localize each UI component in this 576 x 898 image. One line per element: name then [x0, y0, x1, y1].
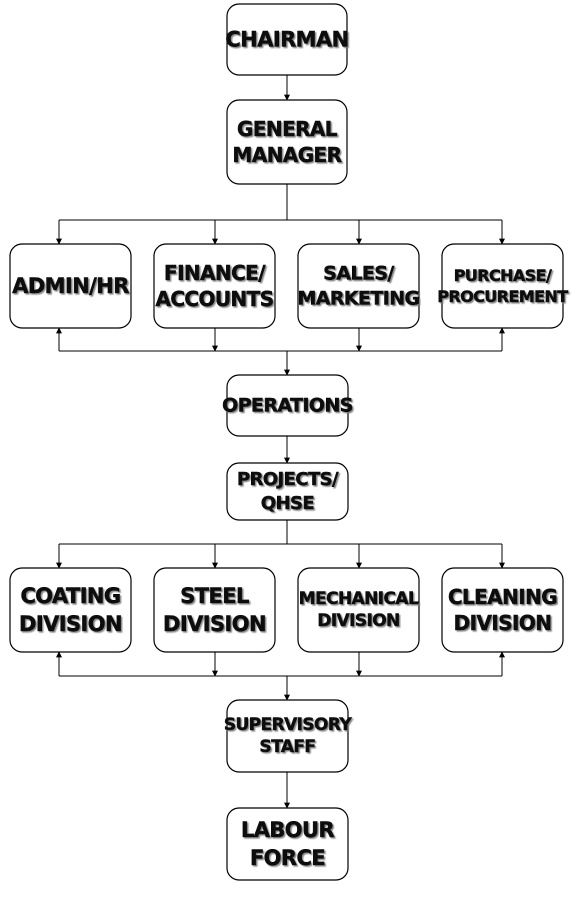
node-box [226, 807, 349, 881]
node-box [441, 567, 564, 653]
node-label-line: CHAIRMAN [225, 28, 348, 52]
node-admin-hr: ADMIN/HR [9, 243, 132, 329]
node-finance-accounts: FINANCE/ACCOUNTS [153, 243, 276, 329]
node-label-line: DIVISION [19, 612, 122, 636]
node-label-line: DIVISION [454, 611, 552, 635]
node-label-line: FORCE [250, 846, 325, 870]
node-label-line: ADMIN/HR [12, 274, 129, 298]
node-label-line: PURCHASE/ [454, 266, 552, 285]
node-label-line: COATING [20, 584, 120, 608]
node-label-line: DIVISION [317, 611, 399, 631]
node-box [226, 699, 349, 773]
node-label-line: DIVISION [163, 612, 266, 636]
connector-lines [56, 75, 505, 809]
node-labour-force: LABOUR FORCE [226, 807, 349, 881]
node-label-line: FINANCE/ [164, 261, 266, 285]
node-purchase-procurement: PURCHASE/PROCUREMENT [437, 243, 569, 329]
node-label-line: QHSE [261, 493, 314, 514]
node-operations: OPERATIONS [222, 374, 354, 437]
node-box [9, 243, 132, 329]
node-label-line: PROJECTS/ [237, 469, 339, 490]
node-projects-qhse: PROJECTS/QHSE [226, 462, 349, 521]
node-coating-division: COATING DIVISION [9, 567, 132, 653]
node-label-line: SALES/ [323, 262, 394, 284]
node-label-line: GENERAL [237, 117, 338, 141]
node-label-line: STAFF [260, 737, 316, 757]
node-label-line: PROCUREMENT [437, 287, 568, 306]
node-box [297, 567, 420, 653]
node-label-line: OPERATIONS [222, 395, 353, 417]
node-label-line: CLEANING [448, 585, 557, 609]
node-box [9, 567, 132, 653]
node-steel-division: STEEL DIVISION [153, 567, 276, 653]
node-label-line: SUPERVISORY [224, 715, 353, 735]
node-label-line: MANAGER [233, 143, 342, 167]
node-sales-marketing: SALES/MARKETING [297, 243, 420, 329]
node-box [153, 243, 276, 329]
node-label-line: MECHANICAL [299, 589, 419, 609]
node-label-line: LABOUR [241, 818, 335, 842]
node-box [226, 99, 348, 185]
node-chairman: CHAIRMAN [225, 3, 349, 76]
node-box [297, 243, 420, 329]
node-box [153, 567, 276, 653]
node-label-line: ACCOUNTS [155, 287, 273, 311]
node-label-line: STEEL [180, 584, 249, 608]
node-box [226, 462, 349, 521]
node-box [226, 374, 349, 437]
node-box [441, 243, 564, 329]
node-label-line: MARKETING [297, 288, 419, 310]
node-box [226, 3, 348, 76]
